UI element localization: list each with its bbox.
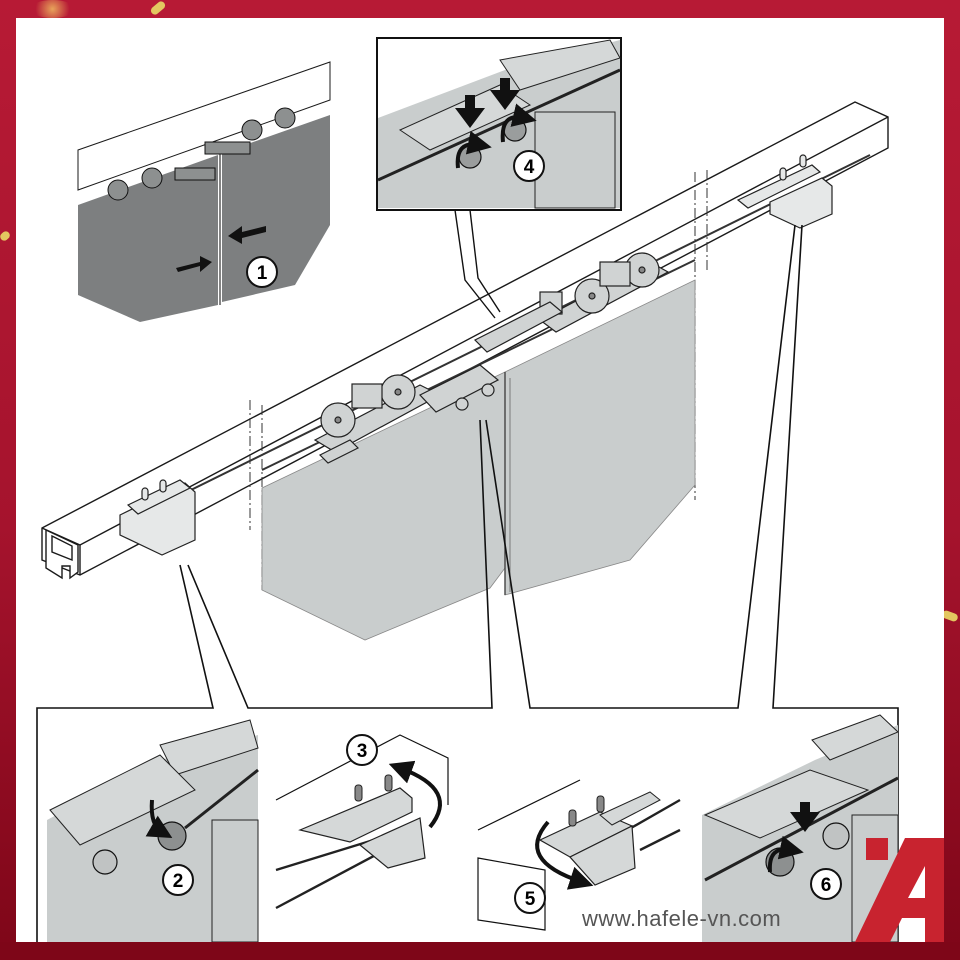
roller-carriage-right — [538, 252, 670, 333]
roller-carriage-left — [313, 374, 442, 464]
bottom-detail-frame — [36, 224, 899, 942]
step-badge-4: 4 — [513, 150, 545, 182]
svg-text:5: 5 — [525, 889, 536, 910]
arrow-down-icon — [490, 78, 520, 110]
svg-text:2: 2 — [173, 871, 184, 892]
rotate-arrow-icon — [145, 799, 173, 839]
step-badge-3: 3 — [346, 734, 378, 766]
end-tensioner-right — [736, 154, 833, 229]
rotate-arrow-icon — [500, 103, 537, 143]
step-badge-1: 1 — [246, 256, 278, 288]
arrow-down-icon — [455, 95, 485, 128]
svg-text:4: 4 — [524, 157, 535, 178]
rotate-arrow-icon — [535, 820, 594, 890]
rotate-arrow-icon — [388, 760, 442, 829]
website-watermark: www.hafele-vn.com — [582, 906, 782, 931]
step-badge-5: 5 — [514, 882, 546, 914]
arrow-down-icon — [790, 802, 820, 832]
step-badge-2: 2 — [162, 864, 194, 896]
rotate-arrow-icon — [455, 130, 492, 169]
end-tensioner-left — [119, 479, 196, 556]
installation-diagram: 1 4 2 — [36, 37, 944, 942]
detail-panel-step-4 — [376, 37, 622, 211]
frame-bottom-band — [0, 942, 960, 960]
svg-text:1: 1 — [257, 263, 268, 284]
detail-panel-step-5 — [477, 779, 681, 931]
arrow-left-icon — [228, 226, 266, 244]
arrow-right-icon — [176, 256, 212, 272]
door-panel-right — [504, 279, 696, 596]
rotate-arrow-icon — [767, 835, 804, 873]
detail-panel-step-1 — [77, 61, 331, 322]
connector-plate — [419, 301, 564, 413]
diagram-canvas: 1 4 2 — [16, 18, 944, 942]
svg-text:3: 3 — [357, 741, 368, 762]
step-badge-6: 6 — [810, 868, 842, 900]
detail-panel-step-3 — [275, 734, 449, 910]
hafele-logo-icon — [855, 838, 944, 942]
detail-panel-step-2 — [47, 719, 259, 942]
decorative-glow — [30, 0, 75, 18]
svg-text:6: 6 — [821, 875, 832, 896]
main-track-rail — [41, 101, 889, 580]
